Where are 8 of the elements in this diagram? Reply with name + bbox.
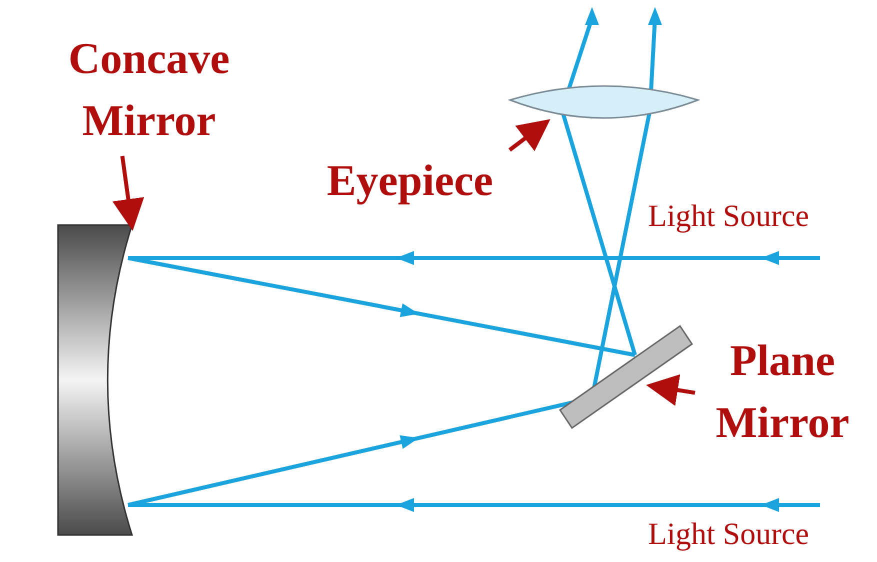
part-label: Eyepiece (326, 155, 494, 207)
leader-arrow (646, 374, 696, 406)
part-label: Concave Mirror (67, 33, 231, 147)
source-label: Light Source (648, 198, 809, 234)
leader-arrow (112, 156, 144, 231)
leader-arrow (508, 119, 550, 152)
part-label: Plane Mirror (714, 335, 850, 449)
source-label: Light Source (648, 516, 809, 552)
